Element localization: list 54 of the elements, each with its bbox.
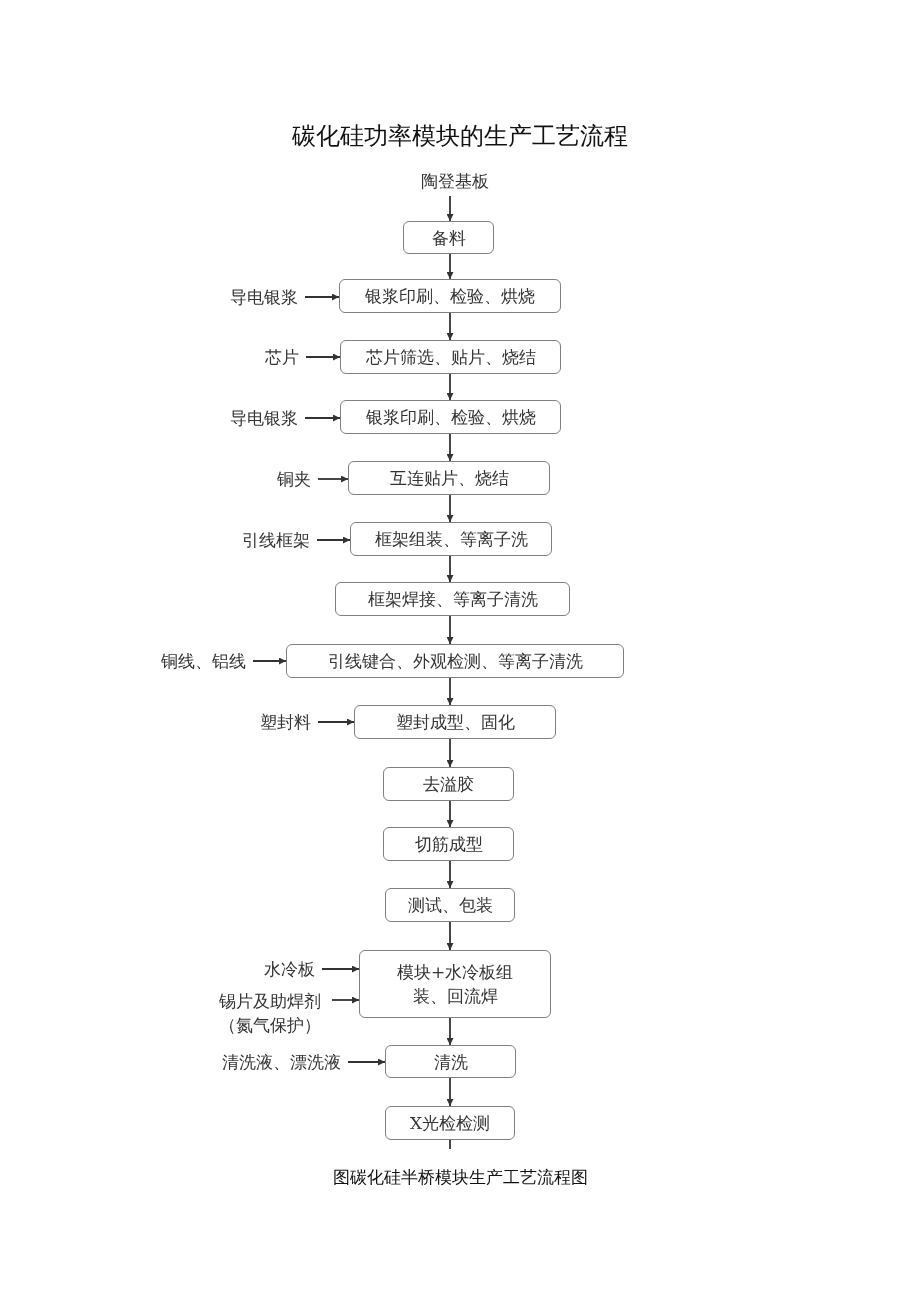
- input-label: 芯片: [265, 345, 299, 369]
- figure-caption: 图碳化硅半桥模块生产工艺流程图: [332, 1166, 588, 1189]
- input-label: 水冷板: [264, 957, 315, 981]
- process-box: 芯片筛选、贴片、烧结: [340, 340, 561, 374]
- connector-line: [449, 1139, 451, 1150]
- arrow: [446, 195, 454, 222]
- arrow: [446, 615, 454, 645]
- process-box: 银浆印刷、检验、烘烧: [339, 279, 561, 313]
- process-box: 互连贴片、烧结: [348, 461, 550, 495]
- input-label: 锡片及助焊剂（氮气保护）: [215, 989, 325, 1037]
- diagram-title: 碳化硅功率模块的生产工艺流程: [292, 121, 628, 152]
- process-box: 去溢胶: [383, 767, 514, 801]
- process-box: 测试、包装: [385, 888, 515, 922]
- arrow: [317, 718, 355, 726]
- arrow: [446, 1077, 454, 1107]
- process-box: 切筋成型: [383, 827, 514, 861]
- process-box: 框架焊接、等离子清洗: [335, 582, 570, 616]
- arrow: [446, 312, 454, 341]
- start-label: 陶登基板: [421, 169, 489, 193]
- input-label: 塑封料: [260, 710, 311, 734]
- arrow: [446, 555, 454, 583]
- arrow: [317, 475, 349, 483]
- input-label: 清洗液、漂洗液: [222, 1050, 341, 1074]
- process-box: 银浆印刷、检验、烘烧: [340, 400, 561, 434]
- process-box: X光检检测: [385, 1106, 515, 1140]
- arrow: [304, 414, 341, 422]
- input-label: 铜夹: [277, 467, 311, 491]
- input-label: 导电银浆: [230, 285, 298, 309]
- arrow: [446, 860, 454, 889]
- process-box: 框架组装、等离子洗: [350, 522, 552, 556]
- arrow: [321, 965, 360, 973]
- arrow: [304, 293, 340, 301]
- arrow: [446, 373, 454, 401]
- input-label: 引线框架: [242, 528, 310, 552]
- arrow: [446, 494, 454, 523]
- arrow: [446, 433, 454, 462]
- arrow: [446, 921, 454, 951]
- arrow: [331, 996, 360, 1004]
- input-label: 铜线、铝线: [161, 649, 246, 673]
- process-box: 备料: [403, 221, 494, 254]
- process-box: 模块+水冷板组装、回流焊: [359, 950, 551, 1018]
- arrow: [446, 738, 454, 768]
- arrow: [446, 800, 454, 828]
- process-box: 引线键合、外观检测、等离子清洗: [286, 644, 624, 678]
- arrow: [446, 677, 454, 706]
- arrow: [305, 353, 341, 361]
- input-label: 导电银浆: [230, 406, 298, 430]
- arrow: [252, 657, 287, 665]
- arrow: [446, 253, 454, 280]
- arrow: [446, 1017, 454, 1046]
- process-box: 清洗: [385, 1045, 516, 1078]
- arrow: [316, 536, 351, 544]
- process-box: 塑封成型、固化: [354, 705, 556, 739]
- arrow: [347, 1058, 386, 1066]
